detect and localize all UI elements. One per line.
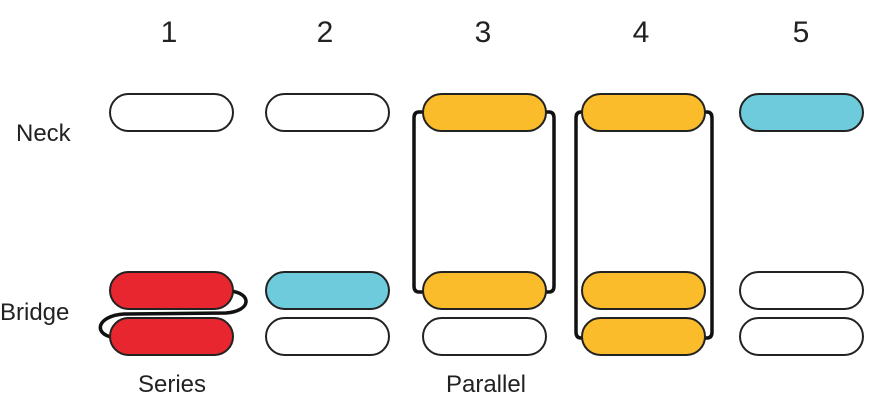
neck-pickup-col4: [581, 93, 706, 132]
bridge-pickup-bottom-col2: [265, 317, 390, 356]
bridge-pickup-top-col5: [739, 271, 864, 310]
bridge-pickup-top-col2: [265, 271, 390, 310]
neck-row-label: Neck: [16, 120, 72, 147]
bridge-pickup-bottom-col5: [739, 317, 864, 356]
bridge-pickup-top-col1: [109, 271, 234, 310]
neck-pickup-col3: [422, 93, 547, 132]
neck-pickup-col1: [109, 93, 234, 132]
series-caption: Series: [138, 371, 206, 398]
bridge-pickup-bottom-col3: [422, 317, 547, 356]
neck-pickup-col5: [739, 93, 864, 132]
parallel-wire-left-col4: [574, 110, 588, 340]
bridge-pickup-top-col4: [581, 271, 706, 310]
column-number-5: 5: [793, 16, 810, 49]
bridge-pickup-bottom-col1: [109, 317, 234, 356]
parallel-wire-left-col3: [412, 110, 430, 294]
column-number-4: 4: [633, 16, 650, 49]
neck-pickup-col2: [265, 93, 390, 132]
parallel-wire-right-col4: [698, 110, 714, 340]
column-number-3: 3: [475, 16, 492, 49]
column-number-1: 1: [161, 16, 178, 49]
bridge-pickup-top-col3: [422, 271, 547, 310]
series-wire-col1: [98, 289, 248, 339]
column-number-2: 2: [317, 16, 334, 49]
bridge-row-label: Bridge: [0, 299, 69, 326]
parallel-caption: Parallel: [446, 371, 526, 398]
parallel-wire-right-col3: [538, 110, 556, 294]
bridge-pickup-bottom-col4: [581, 317, 706, 356]
